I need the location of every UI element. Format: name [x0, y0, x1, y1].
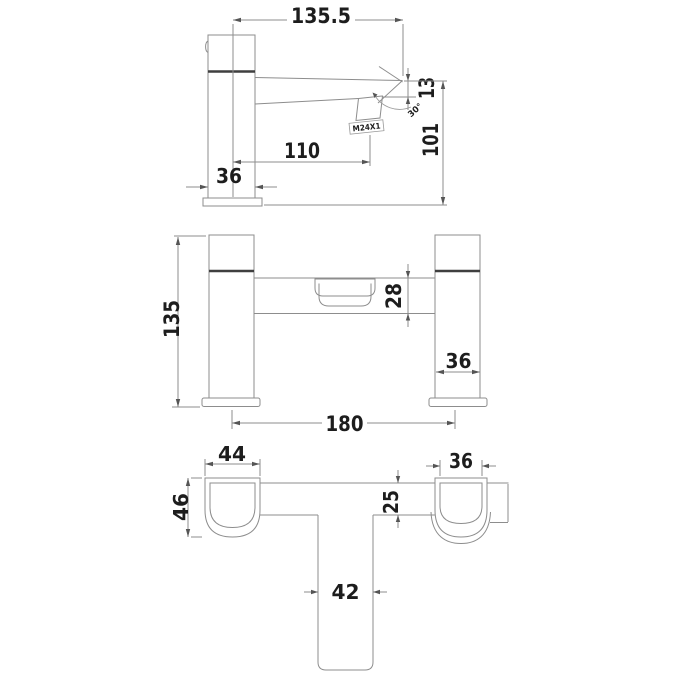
spout-angle-label: 30°: [406, 102, 425, 120]
arrowhead: [405, 271, 411, 278]
front-right-flange: [428, 397, 488, 407]
plan-view: 44 46 36 25 42: [169, 442, 509, 671]
arrowhead: [362, 159, 370, 165]
front-spout-slot-lip: [318, 283, 372, 307]
thread-callout: M24X1: [348, 119, 385, 135]
front-crossbar: [254, 277, 435, 314]
arrowhead: [200, 184, 208, 190]
dim-base-depth-label: 46: [169, 493, 193, 521]
dim-tap-centres-ext: [231, 410, 456, 429]
dim-spout-reach-label: 135.5: [291, 4, 351, 28]
arrowhead: [395, 17, 403, 23]
side-spout-top: [254, 77, 403, 81]
front-right-pillar: [434, 234, 481, 398]
side-spout-underside: [254, 98, 359, 105]
side-angle-reference-line: [378, 66, 403, 83]
side-angle-arc: [373, 93, 412, 110]
front-view: 135 28 36 180: [160, 234, 488, 436]
arrowhead: [185, 529, 191, 537]
arrowhead: [233, 17, 241, 23]
arrowhead: [252, 461, 260, 467]
dim-spout-clearance-label: 101: [419, 123, 443, 157]
plan-right-skirt-arc: [430, 511, 491, 545]
dim-aerator-offset-label: 110: [284, 139, 320, 163]
dim-left-base-width-ext: [204, 459, 261, 476]
arrowhead: [255, 184, 263, 190]
plan-right-base-inner: [439, 482, 483, 525]
front-left-pillar: [208, 234, 255, 398]
dim-body-height-label: 28: [382, 283, 406, 309]
side-pillar-outline: [207, 34, 256, 198]
plan-crossbar: [260, 482, 435, 516]
side-view: M24X1 30° 135.5 110 36 13 101: [186, 4, 447, 207]
side-aerator-body: [355, 95, 384, 122]
dim-spout-width-label: 42: [332, 580, 360, 604]
arrowhead: [311, 589, 318, 595]
dim-tip-height-label: 13: [415, 77, 439, 99]
plan-right-tail: [487, 482, 509, 523]
thread-label: M24X1: [352, 122, 381, 134]
arrowhead: [447, 420, 455, 426]
arrowhead: [395, 515, 401, 522]
front-spout-slot-outer: [314, 278, 376, 297]
arrowhead: [405, 313, 411, 321]
dim-left-base-width-label: 44: [218, 442, 246, 466]
arrowhead: [185, 478, 191, 486]
angle-arc-arrowhead: [372, 92, 378, 98]
side-spout-cut-face: [377, 80, 403, 104]
arrowhead: [472, 369, 480, 375]
dim-base-width-label: 36: [216, 164, 242, 188]
arrowhead: [433, 463, 440, 469]
arrowhead: [405, 97, 411, 104]
dim-right-base-width-label: 36: [449, 449, 473, 473]
arrowhead: [440, 197, 446, 205]
arrowhead: [205, 461, 213, 467]
arrowhead: [233, 159, 241, 165]
side-handle-bump: [205, 40, 209, 53]
plan-right-base-outer: [434, 477, 488, 538]
arrowhead: [373, 589, 380, 595]
plan-left-base-inner: [209, 482, 256, 529]
dim-body-depth-label: 25: [379, 490, 403, 514]
arrowhead: [395, 476, 401, 483]
thread-callout-box: [348, 119, 385, 135]
arrowhead: [482, 463, 489, 469]
dim-pillar-width-label: 36: [446, 349, 472, 373]
arrowhead: [436, 369, 444, 375]
side-base-flange: [202, 197, 263, 207]
arrowhead: [440, 81, 446, 89]
arrowhead: [175, 237, 181, 245]
dim-base-depth-ext: [191, 477, 202, 538]
front-left-flange: [201, 397, 261, 407]
dim-right-base-width-ext: [439, 460, 483, 476]
dim-total-height-label: 135: [160, 300, 184, 338]
plan-spout-tongue: [317, 515, 374, 671]
arrowhead: [405, 74, 411, 81]
arrowhead: [232, 420, 240, 426]
dim-tap-centres-label: 180: [326, 412, 364, 436]
arrowhead: [175, 399, 181, 407]
plan-left-base-outer: [204, 477, 261, 538]
